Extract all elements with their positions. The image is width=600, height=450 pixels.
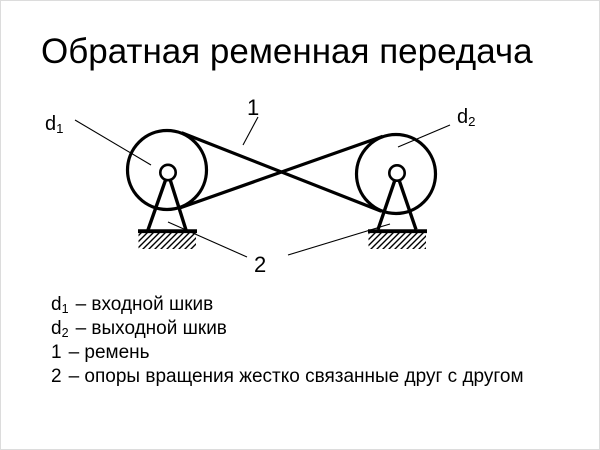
label-supports: 2 (254, 252, 267, 277)
right-ground-hatch (368, 233, 426, 249)
belt-line-lower-left-to-upper-right (179, 134, 384, 210)
left-pulley-hub (159, 163, 178, 182)
right-pulley-circle (354, 132, 438, 216)
label-d1-base: d (45, 113, 57, 135)
legend-item-supports: 2 – опоры вращения жестко связанные друг … (51, 365, 524, 389)
legend-desc-d2: – выходной шкив (75, 318, 227, 339)
legend-sub-d1: 1 (61, 301, 69, 316)
legend-desc-supports: – опоры вращения жестко связанные друг с… (68, 366, 524, 387)
label-belt: 1 (247, 95, 260, 120)
right-support-legs (376, 168, 418, 231)
label-d2-base: d (457, 106, 469, 128)
belt-leader-line (242, 116, 259, 146)
legend-item-belt: 1 – ремень (51, 341, 524, 365)
right-pulley-hub (387, 164, 406, 183)
page-title: Обратная ременная передача (41, 32, 533, 71)
supports-leader-line-right (287, 223, 391, 256)
label-d1: d1 (45, 113, 64, 136)
label-d2: d2 (457, 106, 476, 129)
legend-sub-d2: 2 (61, 325, 69, 340)
legend-item-d2: d2 – выходной шкив (51, 317, 524, 341)
legend-sym-belt: 1 (51, 342, 62, 363)
legend-item-d1: d1 – входной шкив (51, 293, 524, 317)
d2-leader-line (397, 124, 451, 148)
label-d2-subscript: 2 (468, 113, 476, 129)
legend-sym-d1: d (51, 294, 62, 315)
label-d1-subscript: 1 (56, 120, 64, 136)
legend-sym-supports: 2 (51, 366, 62, 387)
legend-sym-d2: d (51, 318, 62, 339)
left-ground-hatch (138, 233, 196, 249)
left-support-legs (146, 167, 188, 231)
d1-leader-line (74, 119, 152, 166)
left-pulley-circle (125, 128, 209, 212)
legend-desc-belt: – ремень (68, 342, 150, 363)
legend: d1– входной шкив d2– выходной шкив 1– ре… (51, 293, 524, 389)
legend-desc-d1: – входной шкив (75, 294, 214, 315)
supports-leader-line-left (167, 221, 248, 258)
